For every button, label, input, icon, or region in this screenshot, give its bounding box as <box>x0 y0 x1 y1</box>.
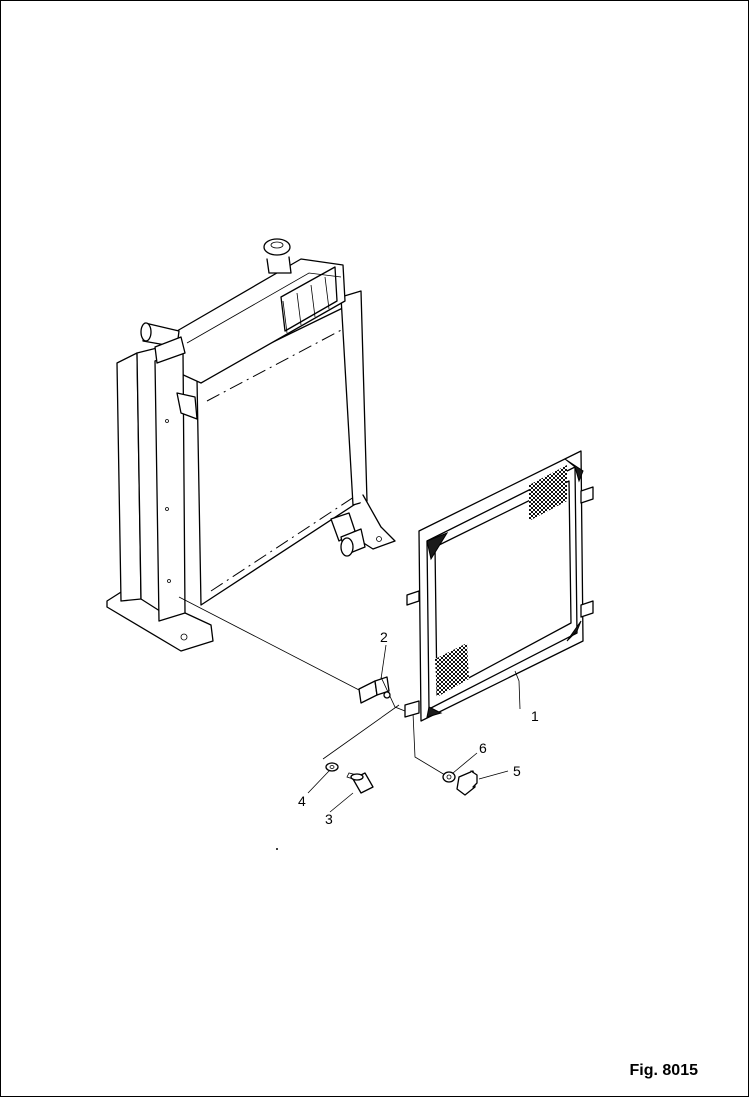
lock-washer <box>442 771 456 783</box>
bolt-part-3 <box>346 772 374 794</box>
bracket-stud <box>380 676 406 712</box>
stray-dot <box>276 848 278 850</box>
radiator-cap <box>263 238 291 256</box>
callout-3: 3 <box>325 811 333 827</box>
column-top-cap <box>154 336 186 364</box>
callout-4: 4 <box>298 793 306 809</box>
wing-bolt-wing <box>470 770 478 788</box>
callout-6: 6 <box>479 740 487 756</box>
callout-2: 2 <box>380 629 388 645</box>
bolt-top <box>350 773 364 781</box>
screen-mesh-upper <box>529 465 567 521</box>
screen-corner-gusset <box>564 458 584 483</box>
bracket-bolt-head <box>383 691 391 699</box>
callout-leader-2 <box>380 644 387 680</box>
screen-mount-tab <box>580 486 594 504</box>
wing-bolt-part-5 <box>456 770 478 796</box>
column-side-lug <box>176 392 198 420</box>
column-rivet <box>165 507 169 511</box>
bracket-part-2 <box>358 676 406 712</box>
callout-5: 5 <box>513 763 521 779</box>
column-rivet <box>167 579 171 583</box>
screen-mount-tab <box>404 700 420 718</box>
upper-pipe-opening <box>140 322 152 342</box>
leader-line-bracket-to-washer <box>322 704 400 760</box>
radiator-cap-center <box>270 241 284 249</box>
lock-washer-part-6 <box>442 771 456 783</box>
tank-seam <box>186 272 342 344</box>
callout-leader-1 <box>514 670 521 710</box>
core-dashed-edge-top <box>206 326 348 402</box>
base-bolt-hole <box>180 633 188 641</box>
screen-corner-gusset <box>426 706 443 718</box>
washer-part-4 <box>325 762 339 772</box>
screen-assembly <box>404 450 594 722</box>
mount-bracket <box>358 680 378 704</box>
tank-bracket <box>280 266 338 332</box>
tank-ribs <box>282 276 330 334</box>
screen-mount-tab <box>406 590 420 606</box>
lower-bracket-hole <box>376 536 382 542</box>
screen-mesh-lower <box>435 643 469 697</box>
callout-1: 1 <box>531 708 539 724</box>
lower-pipe-opening <box>340 537 354 557</box>
washer-hole <box>329 765 335 769</box>
screen-corner-gusset <box>426 531 449 561</box>
filler-neck <box>266 256 292 274</box>
core-dashed-edge-bottom <box>210 494 358 592</box>
callout-leader-6 <box>452 752 478 774</box>
leader-line-radiator-to-bracket <box>178 596 362 692</box>
leader-line-screen-to-bolt <box>412 712 446 776</box>
callout-leader-3 <box>329 792 354 813</box>
screen-panel <box>434 480 572 696</box>
wing-bolt-head <box>456 770 476 796</box>
callout-leader-5 <box>478 770 509 780</box>
screen-mount-tab <box>580 600 594 618</box>
lock-washer-hole <box>446 774 452 780</box>
callout-leader-4 <box>307 770 330 794</box>
screen-corner-gusset <box>566 620 582 642</box>
column-rivet <box>165 419 169 423</box>
washer <box>325 762 339 772</box>
bolt-shank <box>346 772 358 780</box>
radiator-assembly <box>106 238 396 652</box>
figure-caption: Fig. 8015 <box>629 1062 698 1079</box>
mount-bracket-side <box>374 676 390 696</box>
